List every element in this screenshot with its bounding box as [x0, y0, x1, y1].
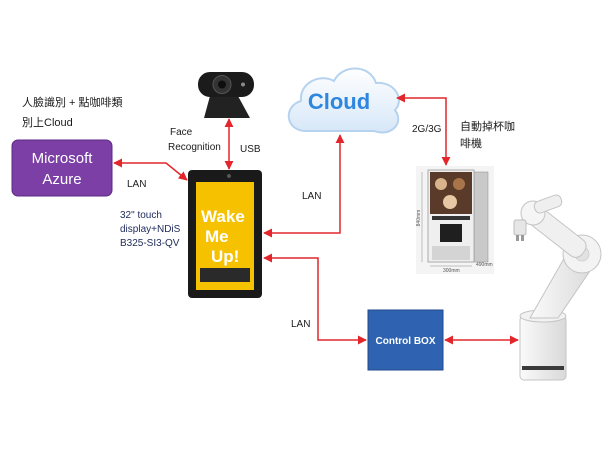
azure-label-line-1: Microsoft: [32, 150, 94, 167]
lan-label-cloud: LAN: [302, 191, 321, 202]
note-line-1: 人臉識別 + 點咖啡類: [22, 95, 123, 109]
control-box-label: Control BOX: [376, 336, 436, 347]
display-desc-3: B325-SI3-QV: [120, 238, 180, 249]
link-display-control: [263, 253, 367, 345]
control-box-node: Control BOX: [367, 309, 444, 371]
display-desc-1: 32" touch: [120, 210, 162, 221]
display-desc-2: display+NDiS: [120, 224, 181, 235]
coffee-caption-1: 自動掉杯咖: [460, 119, 515, 133]
screen-text-2: Me: [205, 227, 229, 246]
touch-display-icon: Wake Me Up!: [188, 170, 262, 298]
cloud-label: Cloud: [308, 89, 370, 114]
coffee-dim-width: 300mm: [443, 268, 460, 274]
coffee-dim-depth: 490mm: [476, 262, 493, 268]
note-line-2: 別上Cloud: [22, 116, 73, 129]
lan-label-azure: LAN: [127, 179, 146, 190]
azure-label-line-2: Azure: [42, 171, 81, 188]
usb-label: USB: [240, 144, 261, 155]
face-recognition-label-2: Recognition: [168, 142, 221, 153]
link-cloud-coffee: [396, 93, 451, 166]
cloud-icon: Cloud: [287, 67, 400, 134]
screen-text-1: Wake: [201, 207, 245, 226]
link-azure-display: [113, 158, 188, 181]
robot-arm-icon: [513, 194, 602, 381]
face-recognition-label-1: Face: [170, 127, 193, 138]
coffee-dim-height: 840mm: [416, 210, 422, 227]
coffee-machine-icon: 840mm 300mm 490mm: [416, 166, 494, 274]
control-box: [367, 309, 444, 371]
azure-node: Microsoft Azure: [11, 139, 113, 197]
screen-text-3: Up!: [211, 247, 239, 266]
link-cloud-display: [263, 134, 345, 238]
coffee-caption-2: 啡機: [460, 136, 482, 150]
webcam-icon: [198, 72, 254, 118]
lan-label-control: LAN: [291, 319, 310, 330]
network-label-coffee: 2G/3G: [412, 124, 442, 135]
azure-box: [11, 139, 113, 197]
